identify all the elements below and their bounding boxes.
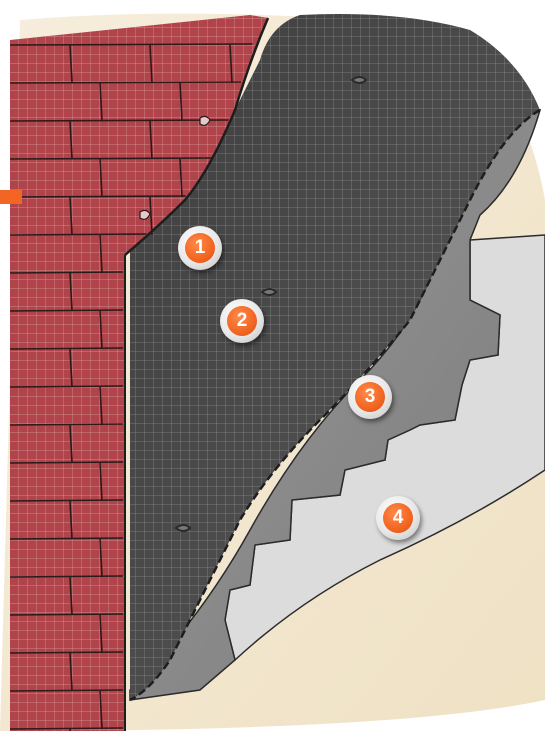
mortar-line xyxy=(10,538,123,539)
mortar-line xyxy=(10,576,123,577)
marker-1: 1 xyxy=(178,226,222,270)
marker-3: 3 xyxy=(348,375,392,419)
mortar-line xyxy=(10,348,123,349)
marker-1-label: 1 xyxy=(185,233,215,263)
mortar-line xyxy=(10,44,253,45)
mortar-line xyxy=(10,272,123,273)
mortar-line xyxy=(10,728,123,729)
mortar-line xyxy=(10,158,213,159)
mortar-line xyxy=(10,690,123,691)
marker-4: 4 xyxy=(376,496,420,540)
mortar-line xyxy=(10,196,186,197)
marker-4-label: 4 xyxy=(383,503,413,533)
mortar-line xyxy=(10,614,123,615)
mortar-line xyxy=(10,82,241,83)
marker-2-label: 2 xyxy=(227,306,257,336)
mortar-line xyxy=(10,424,123,425)
marker-2: 2 xyxy=(220,299,264,343)
mortar-line xyxy=(10,120,228,121)
mortar-line xyxy=(10,500,123,501)
mortar-line xyxy=(10,462,123,463)
mortar-line xyxy=(10,234,146,235)
mortar-line xyxy=(10,386,123,387)
orange-tab xyxy=(0,190,22,204)
mortar-line xyxy=(10,652,123,653)
mortar-line xyxy=(10,310,123,311)
marker-3-label: 3 xyxy=(355,382,385,412)
